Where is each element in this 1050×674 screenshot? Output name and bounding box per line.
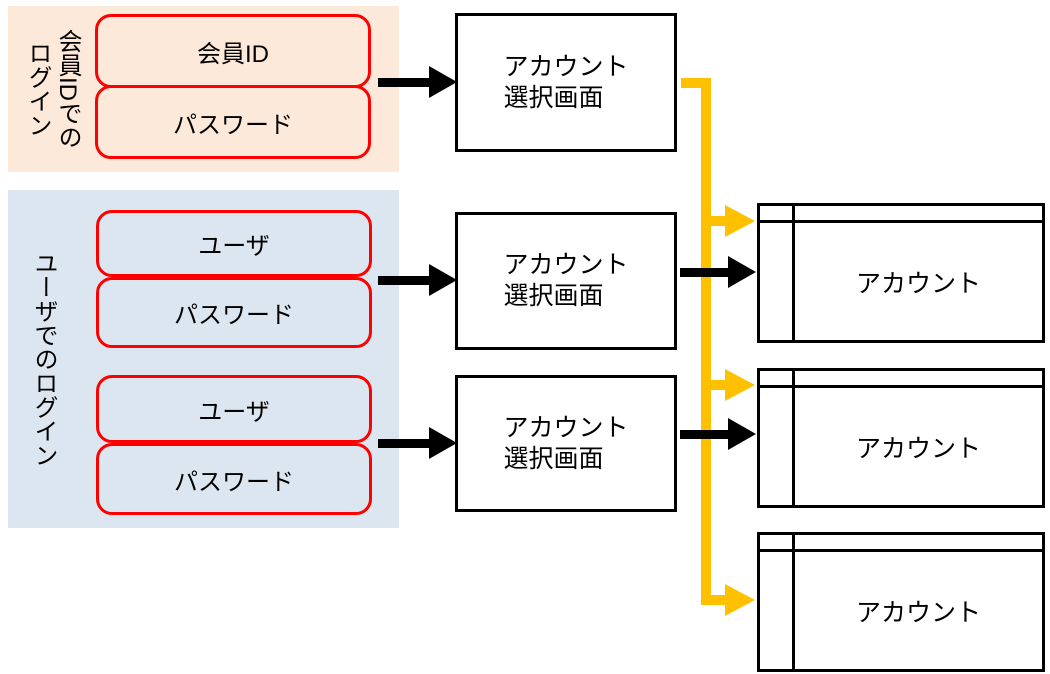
arrow-tip xyxy=(429,427,457,459)
screen-label-line2: 選択画面 xyxy=(503,444,604,473)
account-selection-screen-3: アカウント 選択画面 xyxy=(455,375,677,512)
field-user-2-label: ユーザ xyxy=(198,398,270,426)
account-window-3-left-divider xyxy=(792,535,795,669)
arrow-tip xyxy=(429,66,457,98)
account-selection-screen-2-label: アカウント 選択画面 xyxy=(503,250,628,312)
member-login-vertical-label: 会員IDでの ログイン xyxy=(22,6,82,172)
account-window-3-top-divider xyxy=(760,549,1042,552)
field-member-password-label: パスワード xyxy=(173,111,293,139)
yellow-branch-stub-account3 xyxy=(701,595,725,605)
screen-label-line1: アカウント xyxy=(503,413,629,442)
field-user-1-label: ユーザ xyxy=(198,233,270,260)
field-member-id-label: 会員ID xyxy=(197,40,269,68)
arrow-screen3-to-account2 xyxy=(680,418,756,450)
yellow-branch-stub-account2 xyxy=(711,380,725,390)
screen-label-line2: 選択画面 xyxy=(503,83,604,112)
account-window-1-label: アカウント xyxy=(795,223,1042,340)
arrow-screen2-to-account1 xyxy=(680,256,756,288)
account-selection-screen-1: アカウント 選択画面 xyxy=(455,13,677,152)
yellow-arrowhead-account2 xyxy=(725,369,755,401)
arrow-shaft xyxy=(378,78,429,87)
field-user-password-2-label: パスワード xyxy=(174,468,294,496)
arrow-tip xyxy=(728,256,756,288)
arrow-tip xyxy=(429,264,457,296)
account-label-text: アカウント xyxy=(855,434,981,463)
user-login-vertical-label-text: ユーザでのログイン xyxy=(30,251,57,467)
account-selection-screen-2: アカウント 選択画面 xyxy=(455,212,677,350)
arrow-shaft xyxy=(680,268,728,277)
group-user-login: ユーザでのログイン ユーザ パスワード ユーザ パスワード xyxy=(8,190,399,528)
screen-label-line1: アカウント xyxy=(503,52,629,81)
account-window-3: アカウント xyxy=(757,532,1045,672)
yellow-arrowhead-account1 xyxy=(725,205,755,237)
arrow-user-credentials2-to-screen3 xyxy=(378,427,457,459)
member-login-vertical-label-line1: 会員IDでの xyxy=(54,29,81,149)
account-window-1: アカウント xyxy=(757,203,1045,343)
account-window-2-left-divider xyxy=(792,371,795,505)
user-login-vertical-label: ユーザでのログイン xyxy=(28,190,58,528)
account-selection-screen-1-label: アカウント 選択画面 xyxy=(503,52,628,114)
field-user-password-1-label: パスワード xyxy=(174,302,294,329)
account-label-text: アカウント xyxy=(855,598,981,627)
member-login-vertical-label-line2: ログイン xyxy=(24,41,51,137)
arrow-shaft xyxy=(680,430,728,439)
arrow-tip xyxy=(728,418,756,450)
yellow-connector-vertical-segment xyxy=(701,78,711,605)
account-window-3-label: アカウント xyxy=(795,552,1042,669)
account-window-1-left-divider xyxy=(792,206,795,340)
yellow-connector-top-segment xyxy=(681,78,711,88)
yellow-branch-stub-account1 xyxy=(711,216,725,226)
account-window-2: アカウント xyxy=(757,368,1045,508)
field-member-id: 会員ID xyxy=(95,14,371,88)
field-member-password: パスワード xyxy=(95,85,371,159)
arrow-shaft xyxy=(378,439,429,448)
screen-label-line2: 選択画面 xyxy=(503,282,604,310)
account-label-text: アカウント xyxy=(855,269,981,298)
account-window-2-top-divider xyxy=(760,385,1042,388)
field-user-1: ユーザ xyxy=(96,210,372,277)
arrow-shaft xyxy=(378,276,429,285)
field-user-password-1: パスワード xyxy=(96,277,372,348)
account-selection-screen-3-label: アカウント 選択画面 xyxy=(503,413,628,475)
account-window-2-label: アカウント xyxy=(795,388,1042,505)
field-user-password-2: パスワード xyxy=(96,443,372,515)
field-user-2: ユーザ xyxy=(96,375,372,443)
arrow-member-credentials-to-screen1 xyxy=(378,66,457,98)
group-member-id-login: 会員IDでの ログイン 会員ID パスワード xyxy=(8,6,399,172)
arrow-user-credentials1-to-screen2 xyxy=(378,264,457,296)
account-window-1-top-divider xyxy=(760,220,1042,223)
yellow-arrowhead-account3 xyxy=(725,584,755,616)
screen-label-line1: アカウント xyxy=(503,251,629,279)
